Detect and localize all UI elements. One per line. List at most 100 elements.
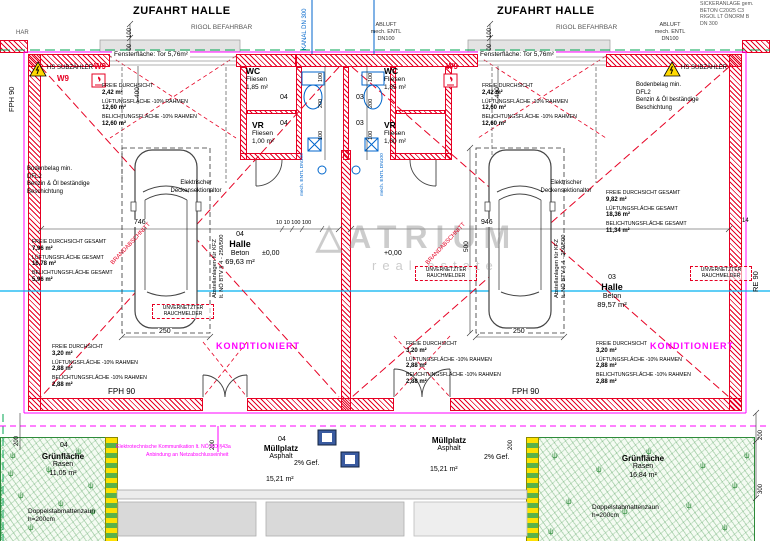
dim-shaft-r1: 100 [368,72,374,82]
muell-left-block: Müllplatz Asphalt [252,444,310,462]
dim-946: 946 [480,219,494,228]
w9-label-left-sub: W9 [57,74,69,83]
room-wc-name: WC [384,66,399,76]
muell-right-area: 15,21 m² [430,466,458,473]
wall-corner-tl [0,40,28,53]
dim-top-100-right: 100 [487,27,493,38]
room-wc-name: WC [246,66,261,76]
plant-icon: ψ [28,523,34,532]
dim-top-100-left: 100 [127,27,133,38]
level-marker-right: +0,00 [384,250,402,257]
dim-gate-400-left: 400 [134,87,141,98]
dim-gate-400-right: 400 [494,87,501,98]
plant-icon: ψ [10,451,16,460]
dim-500: 500 [463,241,470,252]
dim-250-left: 250 [158,328,172,337]
plant-icon: ψ [732,481,738,490]
room-halle-right-no: 03 [608,274,616,281]
wall-corner-tr [742,40,770,53]
zufahrt-label-left: ZUFAHRT HALLE [133,5,231,17]
dim-bottom-200-left: 200 [14,435,20,446]
mech-entl-left: mech. ENTL DN100 [300,153,305,196]
plant-icon: ψ [686,501,692,510]
dim-shaft-l1: 100 [318,72,324,82]
wall-bottom-c [450,398,742,411]
room-vr-finish: Fliesen [384,130,405,138]
plant-icon: ψ [722,523,728,532]
brandabschnitt-left: BRANDABSCHNITT [110,221,152,267]
fenster-label-right: Fensterfläche: Tor 5,76m² [478,51,556,59]
room-vr-finish: Fliesen [252,130,273,138]
gruen-right-block: Grünfläche Rasen 16,84 m² [610,454,676,480]
zufahrt-label-right: ZUFAHRT HALLE [497,5,595,17]
room-halle-right-area: 89,57 m² [597,300,627,310]
fph90-label-left-wall: FPH 90 [7,86,16,112]
re90-label: RE 90 [751,271,760,292]
electrical-boxes [317,429,360,468]
gruen-left-block: Grünfläche Rasen 11,05 m² [32,452,94,478]
wall-wc-vr-left [247,110,296,114]
muell-right-finish: Asphalt [437,445,461,453]
plant-icon: ψ [596,465,602,474]
room-vr-right: VR Fliesen 1,00 m² [384,120,406,145]
dim-mid-cluster: 10 10 100 100 [276,220,312,226]
dim-bottom-200-mid2: 200 [508,439,514,450]
room-wc-area: 1,85 m² [384,83,407,91]
room-wc-area: 1,85 m² [246,83,269,91]
wall-shaft-left [296,67,302,160]
room-no-vr-left: 04 [280,120,288,127]
plant-icon: ψ [566,497,572,506]
room-wc-finish: Fliesen [246,76,267,84]
room-no-vr-right: 03 [356,120,364,127]
wall-bottom-a [28,398,203,411]
wall-bottom-b [247,398,394,411]
elektro-note-1: Elektrotechnische Kommunikation lt. NÖ B… [116,444,231,450]
wall-left [28,54,41,411]
plant-icon: ψ [76,447,82,456]
gef-right: 2% Gef. [484,454,510,461]
plant-icon: ψ [46,465,52,474]
gruen-left-finish: Rasen [52,461,74,469]
room-wc-left: WC Fliesen 1,85 m² [246,66,268,91]
dim-bottom-300-right: 300 [758,483,764,494]
hs-subzaehler-left: HS SUBZÄHLER [47,65,94,71]
w9-label-right-ext: W9 [446,62,458,71]
w9-label-left-ext: W9 [94,62,106,71]
room-wc-right: WC Fliesen 1,85 m² [384,66,406,91]
elektro-note-2: Anbindung an Netzabschlusseinheit [146,452,229,458]
room-vr-name: VR [252,120,264,130]
muell-left-finish: Asphalt [269,453,293,461]
fence-stripe-right [526,437,539,541]
hs-subzaehler-right: HS SUBZÄHLER [681,65,728,71]
har-label: HAR [16,30,29,36]
mech-entl-right: mech. ENTL DN100 [380,153,385,196]
dim-bottom-200-right: 200 [758,429,764,440]
muell-right-name: Müllplatz [431,436,467,445]
gruen-left-no: 04 [60,442,68,449]
plant-icon: ψ [622,507,628,516]
room-halle-right-name: Halle [601,282,623,293]
muell-left-area: 15,21 m² [266,476,294,483]
rigol-label-left: RIGOL BEFAHRBAR [191,24,253,31]
wall-middle [341,150,351,411]
dim-shaft-l3: 100 [318,130,324,140]
dim-14: 14 [742,218,749,224]
car-left [130,149,202,329]
plant-icon: ψ [744,451,750,460]
boundary-label-left: Doppelstabmattenzaun [0,483,4,540]
gruen-left-name: Grünfläche [41,452,85,461]
room-halle-left-name: Halle [229,239,251,250]
